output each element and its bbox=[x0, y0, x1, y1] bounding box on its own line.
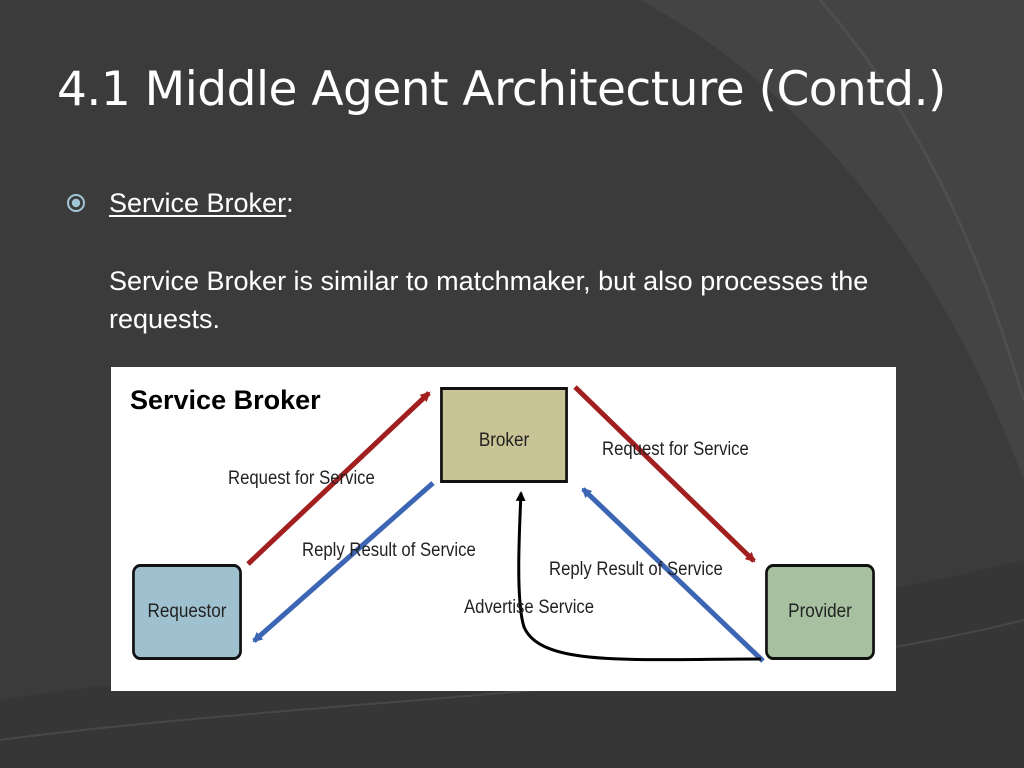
edge-advertise bbox=[515, 491, 762, 662]
label-request-to-broker: Request for Service bbox=[228, 468, 375, 489]
label-reply-to-broker: Reply Result of Service bbox=[549, 559, 723, 580]
bullet-heading-suffix: : bbox=[286, 188, 294, 218]
slide-title: 4.1 Middle Agent Architecture (Contd.) bbox=[57, 62, 946, 117]
bullet-heading: Service Broker: bbox=[109, 190, 294, 217]
label-advertise: Advertise Service bbox=[464, 597, 595, 618]
label-reply-to-requestor: Reply Result of Service bbox=[302, 540, 476, 561]
diagram-edges bbox=[246, 385, 765, 663]
provider-node: Provider bbox=[765, 564, 875, 660]
edge-request-to-broker bbox=[246, 391, 431, 566]
edge-reply-to-requestor bbox=[252, 481, 435, 643]
edge-request-to-provider bbox=[573, 385, 756, 563]
label-request-to-provider: Request for Service bbox=[602, 439, 749, 460]
broker-node: Broker bbox=[440, 387, 568, 483]
edge-reply-to-broker bbox=[581, 487, 765, 663]
diagram-title: Service Broker bbox=[130, 385, 321, 415]
circle-bullet-icon bbox=[67, 194, 85, 212]
requestor-node: Requestor bbox=[132, 564, 242, 660]
bullet-heading-text: Service Broker bbox=[109, 188, 287, 218]
service-broker-diagram: Service Broker Broker Requestor Provider… bbox=[111, 367, 896, 691]
bullet-body: Service Broker is similar to matchmaker,… bbox=[109, 266, 869, 334]
